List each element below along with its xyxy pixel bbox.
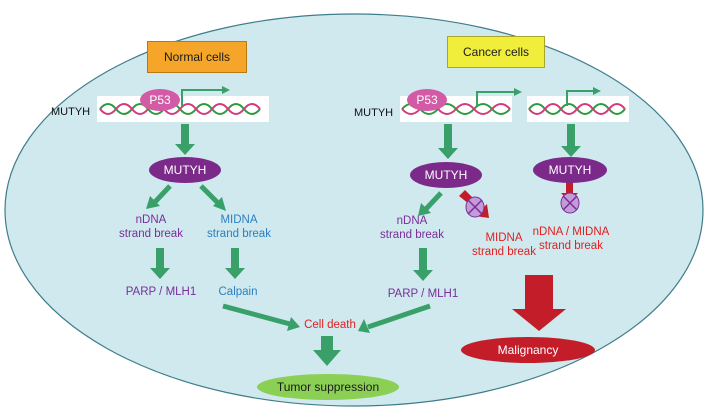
malignancy-oval: Malignancy bbox=[461, 337, 595, 363]
inhibit-icon-1 bbox=[465, 196, 485, 218]
dna-strand-cancer-nop53 bbox=[527, 96, 629, 122]
normal-cells-box: Normal cells bbox=[147, 41, 247, 73]
gene-label-cancer: MUTYH bbox=[354, 107, 394, 119]
inhibit-icon-2 bbox=[560, 192, 580, 214]
transcription-arrow-cancer-p53 bbox=[476, 88, 522, 106]
mutyh-protein-cancer: MUTYH bbox=[410, 162, 482, 188]
arrow-normal-ndna-parp bbox=[150, 248, 170, 279]
transcription-arrow-cancer-nop53 bbox=[566, 87, 601, 106]
cell-death-label: Cell death bbox=[304, 319, 356, 331]
cancer-parp-label: PARP / MLH1 bbox=[387, 288, 459, 300]
green-arrows bbox=[150, 124, 581, 366]
diagonal-arrowheads bbox=[146, 196, 431, 333]
diagonal-arrows bbox=[152, 184, 443, 330]
arrow-cancer-dna-mutyh bbox=[438, 124, 458, 159]
p53-oval-cancer: P53 bbox=[407, 89, 447, 111]
mutyh-protein-normal: MUTYH bbox=[149, 157, 221, 183]
transcription-arrow-normal bbox=[181, 86, 230, 106]
arrow-to-malignancy bbox=[512, 275, 566, 331]
cell-ellipse bbox=[4, 13, 704, 407]
mutyh-protein-cancer2: MUTYH bbox=[533, 157, 607, 183]
tumor-suppression-oval: Tumor suppression bbox=[257, 374, 399, 400]
arrow-normal-dna-mutyh bbox=[175, 124, 195, 155]
normal-parp-label: PARP / MLH1 bbox=[125, 286, 197, 298]
arrow-normal-midna-calpain bbox=[225, 248, 245, 279]
normal-calpain-label: Calpain bbox=[218, 286, 258, 298]
arrow-cancer2-dna-mutyh bbox=[561, 124, 581, 157]
arrow-celldeath-tumor bbox=[313, 336, 341, 366]
p53-oval-normal: P53 bbox=[140, 89, 180, 111]
arrow-cancer-ndna-parp bbox=[413, 248, 433, 281]
gene-label-normal: MUTYH bbox=[51, 106, 91, 118]
cancer-cells-box: Cancer cells bbox=[447, 36, 545, 68]
